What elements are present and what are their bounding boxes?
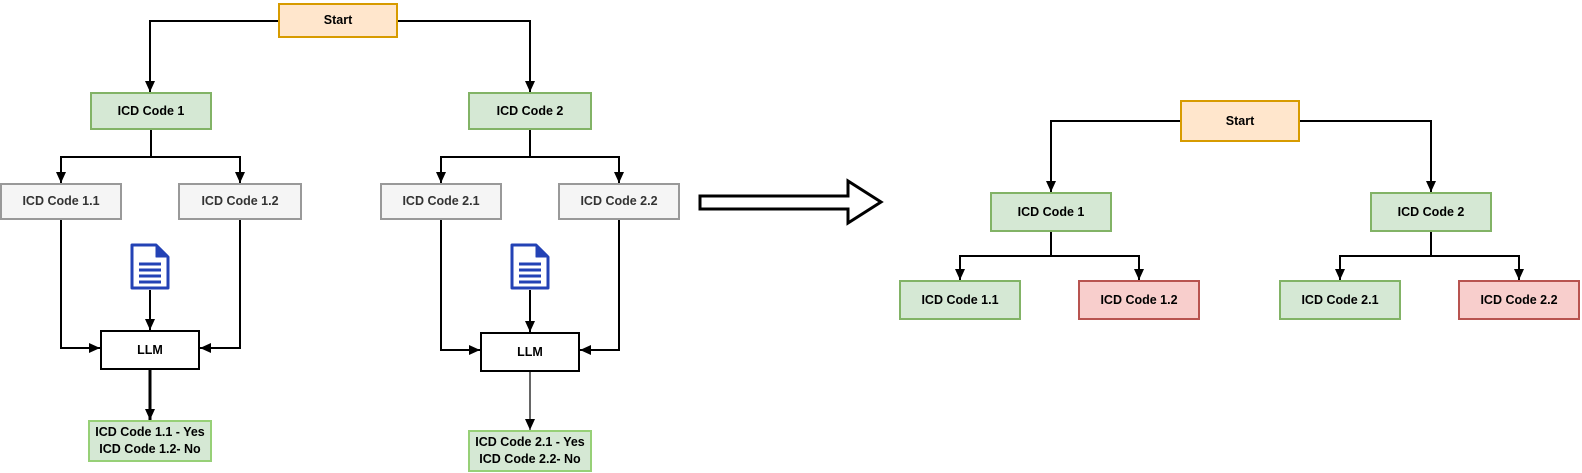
- left-icd-code-1-2-node: ICD Code 1.2: [178, 183, 302, 220]
- node-label: ICD Code 2.1: [402, 194, 480, 209]
- llm-node-1: LLM: [100, 330, 200, 370]
- right-start-node: Start: [1180, 100, 1300, 142]
- right-icd-code-1-node: ICD Code 1: [990, 192, 1112, 232]
- connector-rstart-to-ricd2: [1300, 120, 1436, 192]
- connector-icd12-to-llm1: [200, 220, 241, 353]
- connector-icd1-to-icd11: [56, 156, 151, 183]
- connector-start-to-icd1: [145, 20, 278, 92]
- connector-icd21-to-llm2: [440, 220, 480, 355]
- connector-rstart-to-ricd1: [1046, 120, 1180, 192]
- right-icd-code-2-node: ICD Code 2: [1370, 192, 1492, 232]
- result-node-2: ICD Code 2.1 - Yes ICD Code 2.2- No: [468, 430, 592, 472]
- right-arrow-icon: [698, 178, 884, 226]
- node-label: ICD Code 2.2: [580, 194, 658, 209]
- node-label: ICD Code 2: [496, 103, 564, 118]
- node-label: ICD Code 2: [1397, 204, 1465, 219]
- connector-ricd1-to-ricd11: [955, 255, 1051, 280]
- left-icd-code-1-1-node: ICD Code 1.1: [0, 183, 122, 220]
- node-label: ICD Code 2.1: [1301, 292, 1379, 307]
- connector-start-to-icd2: [398, 20, 535, 92]
- connector-ricd2-to-ricd21: [1335, 255, 1431, 280]
- llm-node-2: LLM: [480, 332, 580, 372]
- connector-icd2-to-icd21: [436, 156, 530, 183]
- connector-ricd1-to-ricd12: [1051, 255, 1144, 280]
- connector-icd22-to-llm2: [580, 220, 620, 355]
- node-label: ICD Code 1: [117, 103, 185, 118]
- left-icd-code-2-1-node: ICD Code 2.1: [380, 183, 502, 220]
- node-label: ICD Code 1.2: [201, 194, 279, 209]
- left-start-node: Start: [278, 3, 398, 38]
- node-label: ICD Code 1.1: [22, 194, 100, 209]
- result-line: ICD Code 2.2- No: [479, 452, 581, 466]
- left-icd-code-1-node: ICD Code 1: [90, 92, 212, 130]
- result-line: ICD Code 1.2- No: [99, 442, 201, 456]
- document-icon: [130, 243, 170, 290]
- right-icd-code-2-1-node: ICD Code 2.1: [1279, 280, 1401, 320]
- node-label: Start: [1225, 113, 1255, 128]
- right-icd-code-1-2-node: ICD Code 1.2: [1078, 280, 1200, 320]
- node-label: Start: [323, 13, 353, 28]
- node-label: LLM: [137, 342, 163, 357]
- node-label: ICD Code 2.2: [1480, 292, 1558, 307]
- result-node-1: ICD Code 1.1 - Yes ICD Code 1.2- No: [88, 420, 212, 462]
- connector-icd11-to-llm1: [60, 220, 100, 353]
- connector-icd2-to-icd22: [530, 156, 624, 183]
- left-icd-code-2-2-node: ICD Code 2.2: [558, 183, 680, 220]
- node-label: LLM: [517, 344, 543, 359]
- node-label: ICD Code 1.1: [921, 292, 999, 307]
- node-label: ICD Code 1: [1017, 204, 1085, 219]
- connector-ricd2-to-ricd22: [1431, 255, 1524, 280]
- connector-icd1-to-icd12: [151, 156, 245, 183]
- document-icon: [510, 243, 550, 290]
- right-icd-code-1-1-node: ICD Code 1.1: [899, 280, 1021, 320]
- node-label: ICD Code 1.2: [1100, 292, 1178, 307]
- result-line: ICD Code 1.1 - Yes: [95, 425, 205, 440]
- result-line: ICD Code 2.1 - Yes: [475, 435, 585, 450]
- right-icd-code-2-2-node: ICD Code 2.2: [1458, 280, 1580, 320]
- left-icd-code-2-node: ICD Code 2: [468, 92, 592, 130]
